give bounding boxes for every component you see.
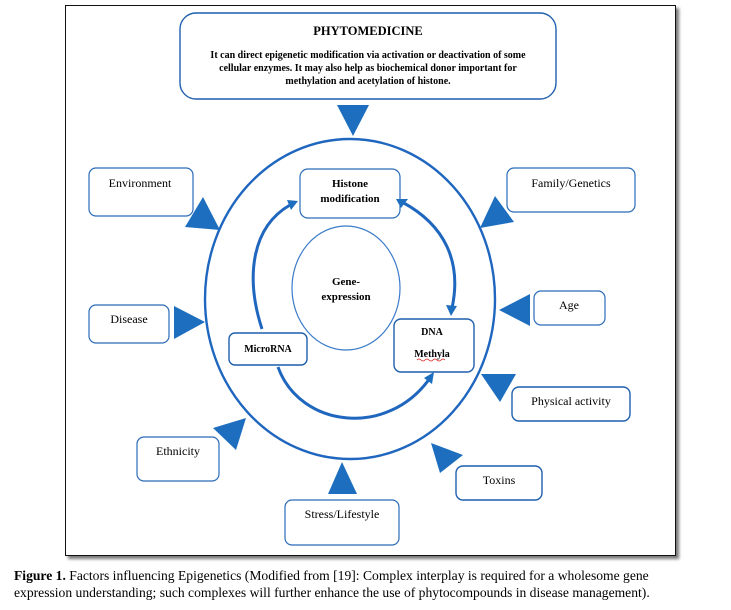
- disease-box: [88, 304, 170, 344]
- microrna-box: [228, 332, 308, 366]
- phytomedicine-box-outline: [179, 12, 557, 100]
- factor-family-genetics: Family/Genetics: [506, 167, 636, 213]
- factor-environment: Environment: [88, 167, 194, 217]
- gene-expression-ellipse: [291, 225, 401, 351]
- factor-stress-lifestyle: Stress/Lifestyle: [284, 499, 400, 546]
- histone-label-2: modification: [320, 193, 379, 205]
- figure-caption: Figure 1. Factors influencing Epigenetic…: [14, 567, 731, 601]
- arrowhead-histone-left-icon: [287, 200, 298, 210]
- arc-microrna-to-histone: [251, 203, 291, 330]
- phytomedicine-line-2: cellular enzymes. It may also help as bi…: [219, 63, 517, 74]
- toxins-label: Toxins: [483, 473, 516, 487]
- phytomedicine-line-3: methylation and acetylation of histone.: [285, 76, 451, 87]
- arc-histone-to-dna: [401, 200, 457, 309]
- disease-label: Disease: [110, 312, 147, 326]
- arrow-age-icon: [499, 294, 530, 326]
- arrowhead-dna-bottom-icon: [424, 372, 434, 384]
- dna-label-2: Methyla: [414, 349, 450, 360]
- phytomedicine-line-1: It can direct epigenetic modification vi…: [210, 50, 526, 61]
- gene-expression-label-1: Gene-: [332, 276, 360, 288]
- arrow-phytomedicine-icon: [337, 105, 369, 136]
- factor-ethnicity: Ethnicity: [136, 436, 220, 482]
- physical-activity-box: [511, 386, 631, 422]
- caption-text-1: Factors influencing Epigenetics (Modifie…: [65, 568, 649, 583]
- outer-ring: [203, 137, 497, 461]
- phytomedicine-title: PHYTOMEDICINE: [313, 24, 423, 38]
- spellcheck-underline: [416, 358, 446, 362]
- arrowhead-histone-right-icon: [396, 199, 408, 208]
- age-label: Age: [559, 298, 579, 312]
- histone-label-1: Histone: [332, 178, 368, 190]
- arrow-family-genetics-icon: [480, 196, 514, 228]
- histone-modification-box: [299, 168, 401, 219]
- ethnicity-label: Ethnicity: [156, 444, 200, 458]
- arrowhead-dna-icon: [446, 305, 457, 316]
- arrow-toxins-icon: [431, 443, 463, 473]
- toxins-box: [455, 465, 543, 501]
- arc-microrna-to-dna: [276, 366, 432, 420]
- arrow-disease-icon: [174, 306, 205, 339]
- factor-disease: Disease: [88, 304, 170, 344]
- family-genetics-box: [506, 167, 636, 213]
- family-genetics-label: Family/Genetics: [531, 176, 611, 190]
- ethnicity-box: [136, 436, 220, 482]
- microrna-label: MicroRNA: [244, 344, 292, 355]
- factor-physical-activity: Physical activity: [511, 386, 631, 422]
- caption-line-1: Figure 1. Factors influencing Epigenetic…: [14, 567, 731, 584]
- caption-label: Figure 1.: [14, 568, 66, 583]
- stress-lifestyle-box: [284, 499, 400, 546]
- physical-activity-label: Physical activity: [531, 394, 611, 408]
- age-box: [533, 290, 606, 326]
- epigenetics-diagram: PHYTOMEDICINE It can direct epigenetic m…: [88, 12, 636, 546]
- arrow-ethnicity-icon: [213, 418, 246, 450]
- environment-box: [88, 167, 194, 217]
- gene-expression-label-2: expression: [321, 291, 370, 303]
- dna-label-1: DNA: [421, 327, 443, 338]
- arrow-physical-activity-icon: [481, 374, 516, 402]
- arrow-stress-lifestyle-icon: [328, 462, 357, 494]
- environment-label: Environment: [109, 176, 172, 190]
- arrow-environment-icon: [185, 197, 220, 230]
- phytomedicine-box: PHYTOMEDICINE It can direct epigenetic m…: [179, 12, 557, 100]
- factor-age: Age: [533, 290, 606, 326]
- caption-line-2: expression understanding; such complexes…: [14, 585, 650, 600]
- factor-toxins: Toxins: [455, 465, 543, 501]
- stress-lifestyle-label: Stress/Lifestyle: [305, 507, 380, 521]
